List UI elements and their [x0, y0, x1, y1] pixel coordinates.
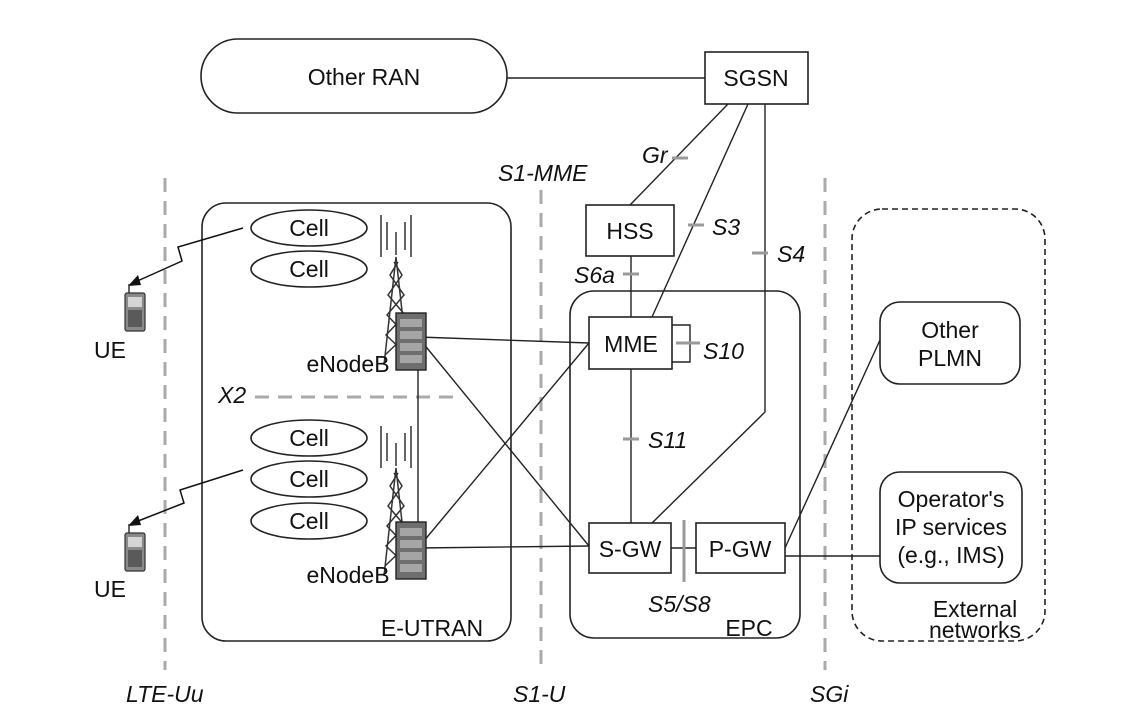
cell-label: Cell	[289, 215, 329, 241]
external-networks-label-line2: networks	[929, 617, 1021, 643]
op-ip-label-line2: IP services	[895, 514, 1007, 540]
other-plmn-node: Other PLMN	[879, 301, 1021, 385]
mobile-phone-icon	[124, 524, 146, 572]
links	[417, 77, 881, 557]
other-ran-node: Other RAN	[200, 38, 508, 114]
link-pgw-plmn	[784, 339, 881, 549]
ue-1: UE	[94, 284, 146, 363]
cells: Cell Cell Cell Cell Cell	[250, 209, 368, 540]
interface-ticks	[623, 156, 768, 582]
sgsn-node: SGSN	[704, 51, 809, 105]
enodeb-1: eNodeB	[306, 215, 427, 377]
operator-ip-services-node: Operator's IP services (e.g., IMS)	[879, 471, 1023, 584]
e-utran-region	[201, 202, 512, 642]
link-enb2-sgw	[417, 545, 590, 549]
enodeb-2: eNodeB	[306, 426, 427, 588]
other-plmn-label-line1: Other	[921, 317, 979, 343]
cell-label: Cell	[289, 508, 329, 534]
link-enb1-mme	[417, 336, 590, 344]
s4-interface-label: S4	[777, 241, 805, 267]
pgw-node: P-GW	[695, 522, 786, 574]
reference-lines	[163, 178, 827, 670]
s1-u-interface-label: S1-U	[513, 681, 566, 707]
x2-interface-label: X2	[217, 382, 246, 408]
link-gr	[629, 103, 729, 206]
mobile-phone-icon	[124, 284, 146, 332]
other-plmn-label-line2: PLMN	[918, 345, 982, 371]
cell-3: Cell	[250, 419, 368, 457]
op-ip-label-line1: Operator's	[898, 486, 1005, 512]
cell-4: Cell	[250, 460, 368, 498]
enodeb-unit-icon	[395, 521, 427, 580]
link-s3	[651, 103, 749, 318]
e-utran-label: E-UTRAN	[381, 615, 483, 641]
enodeb-label: eNodeB	[306, 562, 389, 588]
radio-link-1	[128, 227, 244, 286]
s3-interface-label: S3	[712, 214, 740, 240]
link-enb2-mme	[417, 342, 590, 549]
sgw-label: S-GW	[599, 536, 662, 562]
s6a-interface-label: S6a	[574, 262, 615, 288]
gr-interface-label: Gr	[642, 142, 669, 168]
cell-label: Cell	[289, 425, 329, 451]
radio-link-2	[128, 469, 244, 526]
other-ran-label: Other RAN	[308, 64, 420, 90]
sgw-node: S-GW	[588, 522, 672, 574]
ue-label: UE	[94, 337, 126, 363]
enodeb-label: eNodeB	[306, 351, 389, 377]
s5-s8-interface-label: S5/S8	[648, 591, 711, 617]
sgsn-label: SGSN	[723, 65, 788, 91]
mme-node: MME	[588, 316, 673, 370]
ue-2: UE	[94, 524, 146, 602]
cell-2: Cell	[250, 250, 368, 288]
link-enb1-sgw	[417, 336, 590, 547]
s11-interface-label: S11	[648, 427, 687, 453]
lte-uu-interface-label: LTE-Uu	[126, 681, 204, 707]
mme-label: MME	[604, 331, 658, 357]
op-ip-label-line3: (e.g., IMS)	[897, 542, 1004, 568]
epc-region	[569, 290, 801, 639]
sgi-interface-label: SGi	[810, 681, 849, 707]
epc-label: EPC	[725, 615, 772, 641]
ue-label: UE	[94, 576, 126, 602]
enodeb-unit-icon	[395, 312, 427, 371]
cell-label: Cell	[289, 466, 329, 492]
hss-label: HSS	[606, 218, 653, 244]
hss-node: HSS	[585, 204, 675, 257]
s10-interface-label: S10	[703, 338, 744, 364]
external-networks-region	[851, 208, 1046, 642]
cell-label: Cell	[289, 256, 329, 282]
s1-mme-interface-label: S1-MME	[498, 160, 588, 186]
link-s4	[651, 104, 766, 524]
cell-1: Cell	[250, 209, 368, 247]
pgw-label: P-GW	[709, 536, 772, 562]
cell-5: Cell	[250, 502, 368, 540]
external-networks-label-line1: External	[933, 596, 1017, 622]
